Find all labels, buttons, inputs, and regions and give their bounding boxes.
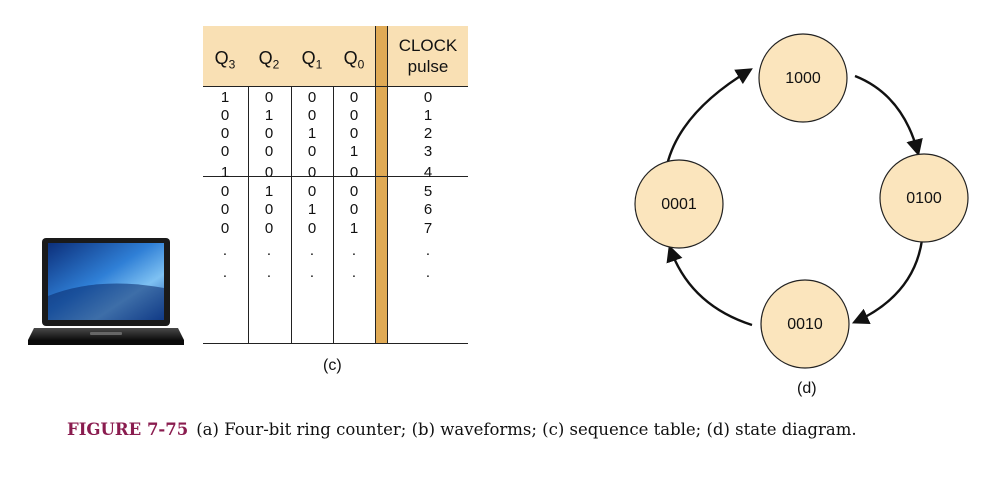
figure-label: FIGURE 7-75 (67, 420, 189, 439)
table-cell-clock: 6 (423, 201, 433, 218)
table-cell-clock: 4 (423, 164, 433, 181)
header-clock-pulse: pulse (407, 57, 449, 76)
header-rule (203, 86, 468, 87)
state-node-0100 (879, 153, 969, 243)
table-cell-q0: 0 (349, 164, 359, 181)
table-cell-clock: 7 (423, 220, 433, 237)
table-cell-q1: 0 (307, 143, 317, 160)
table-cell-clock: 5 (423, 183, 433, 200)
table-cell-q2: 0 (264, 143, 274, 160)
table-cell-q0: 1 (349, 220, 359, 237)
state-label-0001: 0001 (661, 196, 697, 213)
column-divider (291, 86, 292, 344)
table-cell-q1: 0 (307, 89, 317, 106)
table-cell-q2: 0 (264, 89, 274, 106)
table-cell-q3: 1 (220, 89, 230, 106)
table-cell-q2: 1 (264, 107, 274, 124)
table-cell-clock: 2 (423, 125, 433, 142)
table-cell-q2: . (266, 264, 272, 281)
state-label-1000: 1000 (785, 70, 821, 87)
figure-caption-text: (a) Four-bit ring counter; (b) waveforms… (196, 420, 857, 439)
table-cell-q0: 1 (349, 143, 359, 160)
table-cell-q1: 0 (307, 220, 317, 237)
table-cell-q0: . (351, 264, 357, 281)
caption-c: (c) (323, 357, 342, 374)
table-cell-q3: 0 (220, 143, 230, 160)
table-cell-q2: . (266, 242, 272, 259)
table-cell-q3: 1 (220, 164, 230, 181)
table-cell-q3: 0 (220, 220, 230, 237)
column-divider (333, 86, 334, 344)
table-cell-q2: 1 (264, 183, 274, 200)
table-cell-q1: 1 (307, 201, 317, 218)
table-cell-q3: 0 (220, 125, 230, 142)
table-cell-clock: . (425, 264, 431, 281)
table-cell-q1: . (309, 264, 315, 281)
table-cell-q0: 0 (349, 183, 359, 200)
state-label-0100: 0100 (906, 190, 942, 207)
table-cell-q3: . (222, 264, 228, 281)
transition-arrow-0100-to-0010 (851, 239, 924, 325)
transition-arrow-0010-to-0001 (666, 244, 753, 327)
header-q0: Q0 (343, 48, 365, 72)
table-cell-q0: 0 (349, 201, 359, 218)
table-cell-q2: 0 (264, 201, 274, 218)
table-cell-q0: 0 (349, 89, 359, 106)
cycle-divider (203, 176, 468, 177)
transition-arrow-0001-to-1000 (665, 68, 753, 166)
state-node-0001 (634, 159, 724, 249)
table-cell-clock: . (425, 242, 431, 259)
table-cell-q1: 0 (307, 183, 317, 200)
table-cell-q3: 0 (220, 183, 230, 200)
state-node-0010 (760, 279, 850, 369)
table-cell-q2: 0 (264, 164, 274, 181)
table-cell-q1: . (309, 242, 315, 259)
table-cell-q3: . (222, 242, 228, 259)
table-cell-q0: . (351, 242, 357, 259)
table-cell-q1: 0 (307, 107, 317, 124)
state-diagram: 1000 0100 0010 0001 (634, 33, 969, 369)
caption-d: (d) (797, 380, 817, 397)
table-cell-q3: 0 (220, 201, 230, 218)
table-cell-q3: 0 (220, 107, 230, 124)
table-cell-q2: 0 (264, 220, 274, 237)
table-header-background (203, 26, 468, 86)
figure-caption: FIGURE 7-75 (a) Four-bit ring counter; (b… (67, 418, 947, 441)
state-node-1000 (758, 33, 848, 123)
table-cell-clock: 0 (423, 89, 433, 106)
table-cell-clock: 3 (423, 143, 433, 160)
state-label-0010: 0010 (787, 316, 823, 333)
table-cell-q1: 1 (307, 125, 317, 142)
header-clock: CLOCK (398, 36, 458, 55)
table-cell-q0: 0 (349, 125, 359, 142)
table-cell-q1: 0 (307, 164, 317, 181)
table-cell-q2: 0 (264, 125, 274, 142)
header-q1: Q1 (301, 48, 323, 72)
transition-arrow-1000-to-0100 (854, 74, 923, 157)
table-bottom-rule (203, 343, 468, 344)
header-q3: Q3 (214, 48, 236, 72)
table-cell-q0: 0 (349, 107, 359, 124)
header-q2: Q2 (258, 48, 280, 72)
laptop-icon (28, 238, 184, 345)
column-divider (248, 86, 249, 344)
table-cell-clock: 1 (423, 107, 433, 124)
separator-column (375, 26, 388, 344)
